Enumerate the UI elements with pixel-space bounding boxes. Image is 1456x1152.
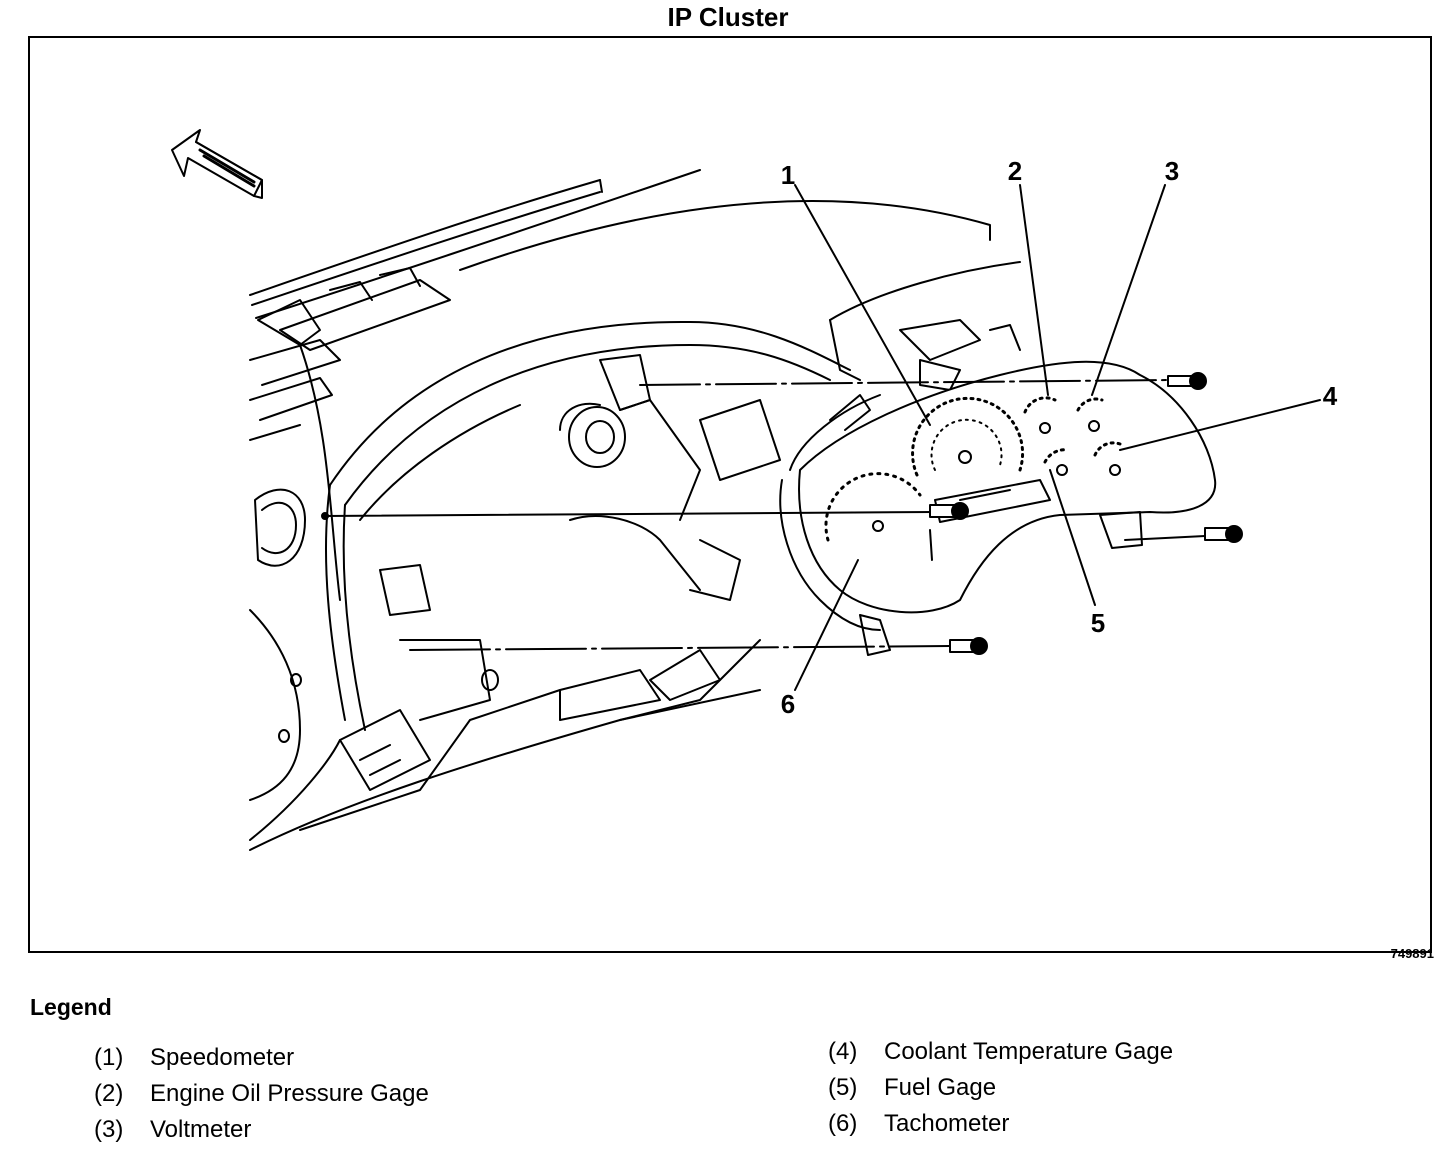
screw-icon xyxy=(1167,372,1207,390)
legend-item: (3) Voltmeter xyxy=(94,1112,429,1148)
tachometer xyxy=(824,472,922,542)
legend-item: (4) Coolant Temperature Gage xyxy=(828,1034,1173,1070)
legend-number: (4) xyxy=(828,1038,858,1065)
screw-icon xyxy=(949,637,988,655)
illustration-frame xyxy=(28,36,1432,953)
legend-label: Coolant Temperature Gage xyxy=(884,1038,1174,1065)
dash-top xyxy=(249,267,451,601)
callout-3: 3 xyxy=(1165,156,1179,186)
legend-label: Speedometer xyxy=(150,1044,295,1071)
legend-label: Engine Oil Pressure Gage xyxy=(150,1080,429,1107)
legend-column-right: (4) Coolant Temperature Gage (5) Fuel Gage… xyxy=(828,1034,1173,1142)
legend-label: Fuel Gage xyxy=(884,1074,997,1101)
figure-id: 749891 xyxy=(1390,946,1434,961)
screw-icon xyxy=(1204,525,1243,543)
callout-5: 5 xyxy=(1091,608,1105,638)
fuel-gage xyxy=(1043,448,1070,476)
legend-label: Tachometer xyxy=(884,1110,1010,1137)
legend-column-left: (1) Speedometer (2) Engine Oil Pressure Ga… xyxy=(94,1040,429,1148)
legend-item: (1) Speedometer xyxy=(94,1040,429,1076)
legend-number: (2) xyxy=(94,1080,124,1107)
instrument-cluster xyxy=(779,360,1217,656)
callout-1: 1 xyxy=(781,160,795,190)
legend-number: (3) xyxy=(94,1116,124,1143)
callout-2: 2 xyxy=(1008,156,1022,186)
coolant-temperature-gage xyxy=(1093,441,1122,476)
callout-6: 6 xyxy=(781,689,795,719)
steering-column-area xyxy=(339,354,781,791)
side-vent xyxy=(249,488,306,801)
diagram-title: IP Cluster xyxy=(667,2,789,32)
windshield-lines xyxy=(249,169,991,319)
callout-4: 4 xyxy=(1323,381,1338,411)
leader-lines xyxy=(794,184,1321,691)
legend-item: (2) Engine Oil Pressure Gage xyxy=(94,1076,429,1112)
legend-number: (1) xyxy=(94,1044,124,1071)
screw-icon xyxy=(929,502,969,520)
cluster-opening xyxy=(829,261,1021,391)
legend-item: (6) Tachometer xyxy=(828,1106,1173,1142)
legend-item: (5) Fuel Gage xyxy=(828,1070,1173,1106)
legend-number: (6) xyxy=(828,1110,858,1137)
voltmeter-gage xyxy=(1076,397,1104,432)
legend-number: (5) xyxy=(828,1074,858,1101)
legend-title: Legend xyxy=(30,994,112,1020)
forward-arrow-icon xyxy=(171,129,263,199)
oil-pressure-gage xyxy=(1023,396,1057,434)
legend-label: Voltmeter xyxy=(150,1116,252,1143)
speedometer xyxy=(911,396,1025,477)
